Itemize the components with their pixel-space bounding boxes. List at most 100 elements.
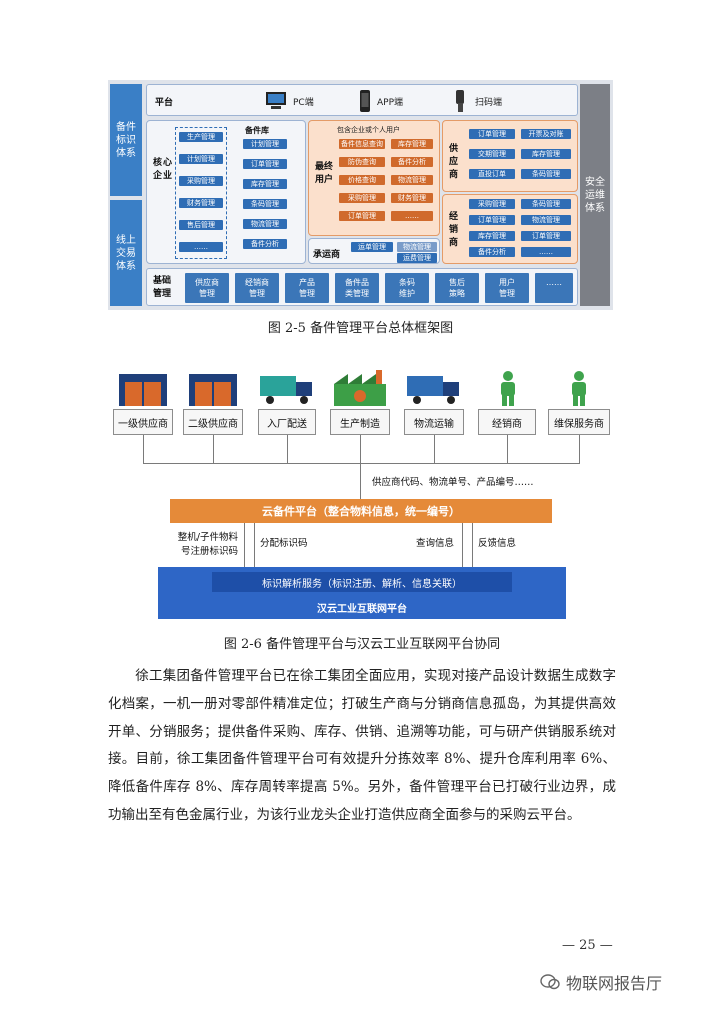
base-management-title: 基础 管理 — [153, 276, 172, 299]
trading-system-label: 线上 交易 体系 — [110, 200, 142, 306]
core-enterprise-title: 核心 企业 — [153, 158, 174, 181]
end-user-box: 包含企业或个人用户 最终 用户 备件信息查询 库存管理 防伪查询 备件分析 价格… — [308, 120, 440, 236]
node-logistics: 物流运输 — [404, 409, 464, 435]
parts-module: 计划管理 — [243, 139, 287, 149]
core-module: 财务管理 — [179, 198, 223, 208]
dealer-person-icon — [501, 371, 515, 406]
end-user-module: 物流管理 — [391, 175, 433, 185]
parts-module: 订单管理 — [243, 159, 287, 169]
codes-label: 供应商代码、物流单号、产品编号…… — [372, 477, 534, 488]
node-inbound-delivery: 入厂配送 — [258, 409, 316, 435]
dealer-module: 库存管理 — [469, 231, 515, 241]
page-number: — 25 — — [562, 938, 613, 953]
base-module: 售后 策略 — [435, 273, 479, 303]
node-tier1-supplier: 一级供应商 — [113, 409, 173, 435]
pc-icon — [266, 92, 286, 109]
supplier-module: 开票及对账 — [521, 129, 571, 139]
end-user-module: 备件分析 — [391, 157, 433, 167]
warehouse-icon — [119, 374, 167, 406]
parts-module: 条码管理 — [243, 199, 287, 209]
core-module: 计划管理 — [179, 154, 223, 164]
core-module: …… — [179, 242, 223, 252]
carrier-box: 承运商 运单管理 物流管理 运费管理 — [308, 238, 440, 264]
query-label: 查询信息 — [416, 538, 455, 549]
dealer-module: …… — [521, 247, 571, 257]
parts-module: 备件分析 — [243, 239, 287, 249]
end-user-module: 备件信息查询 — [339, 139, 385, 149]
base-module: 经销商 管理 — [235, 273, 279, 303]
connector — [143, 435, 144, 463]
node-dealer: 经销商 — [478, 409, 536, 435]
watermark-text: 物联网报告厅 — [566, 974, 663, 993]
end-user-module: 订单管理 — [339, 211, 385, 221]
dealer-title: 经销商 — [449, 212, 459, 248]
arrow-feedback — [472, 523, 473, 567]
app-label: APP端 — [377, 98, 404, 108]
node-service-provider: 维保服务商 — [548, 409, 610, 435]
core-module-group — [175, 127, 227, 259]
carrier-module: 物流管理 — [397, 242, 437, 252]
feedback-label: 反馈信息 — [478, 538, 517, 549]
body-paragraph: 徐工集团备件管理平台已在徐工集团全面应用，实现对接产品设计数据生成数字化档案，一… — [108, 663, 616, 830]
parts-module: 物流管理 — [243, 219, 287, 229]
dealer-module: 采购管理 — [469, 199, 515, 209]
security-ops-label: 安全 运维 体系 — [580, 84, 610, 306]
parts-module: 库存管理 — [243, 179, 287, 189]
arrow-assign — [254, 523, 255, 567]
connector — [507, 435, 508, 463]
wechat-icon — [540, 974, 560, 990]
connector-bus — [143, 463, 580, 464]
end-user-title: 最终 用户 — [315, 162, 334, 185]
dealer-box: 经销商 采购管理 条码管理 订单管理 物流管理 库存管理 订单管理 备件分析 …… — [442, 194, 578, 264]
end-user-module: 防伪查询 — [339, 157, 385, 167]
base-module: …… — [535, 273, 573, 303]
id-system-label: 备件 标识 体系 — [110, 84, 142, 196]
supplier-module: 库存管理 — [521, 149, 571, 159]
resolution-service-bar: 标识解析服务（标识注册、解析、信息关联） — [212, 572, 512, 592]
figure-caption-2-6: 图 2-6 备件管理平台与汉云工业互联网平台协同 — [223, 637, 501, 652]
end-user-module: 采购管理 — [339, 193, 385, 203]
platform-label: 平台 — [155, 98, 174, 108]
framework-diagram: 备件 标识 体系 线上 交易 体系 安全 运维 体系 平台 PC端 APP端 扫… — [108, 80, 613, 310]
supplier-module: 条码管理 — [521, 169, 571, 179]
base-module: 条码 维护 — [385, 273, 429, 303]
dealer-module: 订单管理 — [521, 231, 571, 241]
cloud-parts-platform-bar: 云备件平台（整合物料信息，统一编号） — [170, 499, 552, 523]
arrow-register — [244, 523, 245, 567]
platform-row: 平台 PC端 APP端 扫码端 — [146, 84, 578, 116]
register-label: 整机/子件物料 号注册标识码 — [177, 532, 238, 557]
wechat-watermark: 物联网报告厅 — [540, 970, 662, 994]
arrow-query — [462, 523, 463, 567]
platform-name: 汉云工业互联网平台 — [317, 604, 407, 615]
supplier-title: 供应商 — [449, 144, 459, 180]
dealer-module: 条码管理 — [521, 199, 571, 209]
end-user-module: …… — [391, 211, 433, 221]
pc-label: PC端 — [293, 98, 314, 108]
carrier-title: 承运商 — [313, 250, 341, 260]
phone-icon — [360, 90, 370, 112]
dealer-module: 备件分析 — [469, 247, 515, 257]
node-tier2-supplier: 二级供应商 — [183, 409, 243, 435]
connector — [434, 435, 435, 463]
factory-icon — [334, 370, 386, 406]
base-module: 用户 管理 — [485, 273, 529, 303]
connector — [287, 435, 288, 463]
body-text: 徐工集团备件管理平台已在徐工集团全面应用，实现对接产品设计数据生成数字化档案，一… — [108, 668, 616, 823]
dealer-module: 订单管理 — [469, 215, 515, 225]
supplier-module: 订单管理 — [469, 129, 515, 139]
delivery-truck-icon — [260, 376, 312, 404]
scan-label: 扫码端 — [475, 98, 503, 108]
base-management-row: 基础 管理 供应商 管理 经销商 管理 产品 管理 备件品 类管理 条码 维护 … — [146, 268, 578, 306]
assign-label: 分配标识码 — [260, 538, 308, 549]
dealer-module: 物流管理 — [521, 215, 571, 225]
scanner-icon — [456, 90, 464, 112]
warehouse-icon — [189, 374, 237, 406]
core-module: 售后管理 — [179, 220, 223, 230]
core-enterprise-box: 核心 企业 生产管理 计划管理 采购管理 财务管理 售后管理 …… 备件库 计划… — [146, 120, 306, 264]
logistics-truck-icon — [407, 376, 459, 404]
supplier-box: 供应商 订单管理 开票及对账 交期管理 库存管理 直投订单 条码管理 — [442, 120, 578, 192]
figure-caption-2-5: 图 2-5 备件管理平台总体框架图 — [267, 321, 454, 336]
supplier-module: 直投订单 — [469, 169, 515, 179]
base-module: 供应商 管理 — [185, 273, 229, 303]
connector — [579, 435, 580, 463]
